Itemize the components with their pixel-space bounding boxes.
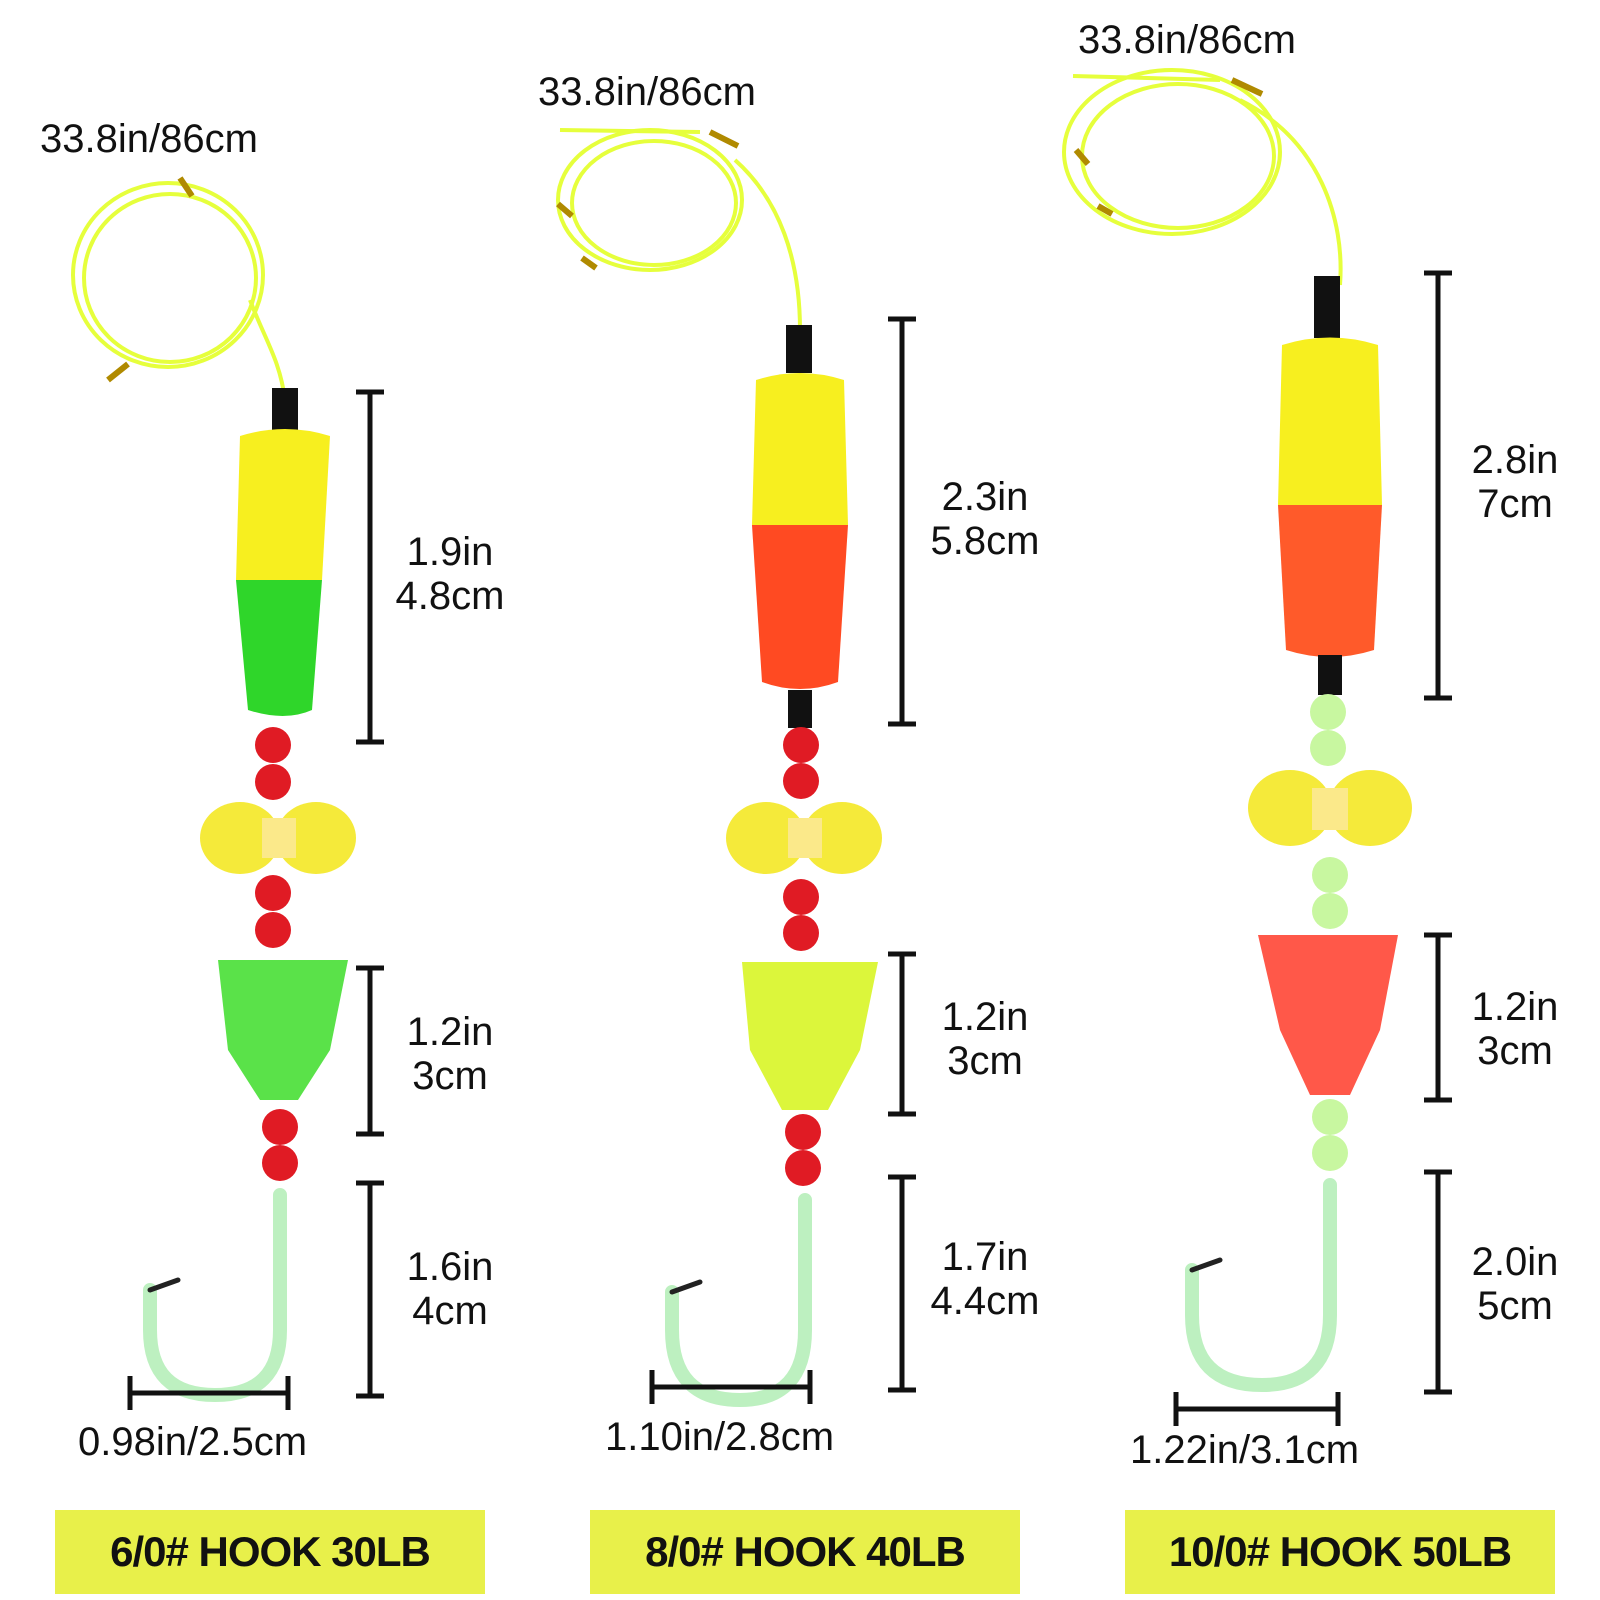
- float-length-in: 1.9in: [406, 530, 494, 574]
- product-title-badge: 8/0# HOOK 40LB: [590, 1510, 1020, 1594]
- hook-length-in: 2.0in: [1471, 1240, 1559, 1284]
- hook-length-cm: 4.4cm: [930, 1279, 1040, 1323]
- rattle-length-cm: 3cm: [412, 1054, 488, 1098]
- bead-group: [1310, 694, 1348, 1171]
- leader-line-coil: [1062, 68, 1343, 286]
- float-length-in: 2.8in: [1471, 438, 1559, 482]
- product-title-badge: 6/0# HOOK 30LB: [55, 1510, 485, 1594]
- leader-length-label: 33.8in/86cm: [1078, 18, 1296, 62]
- bead-group: [255, 727, 298, 1181]
- rattle-length-cm: 3cm: [1477, 1029, 1553, 1073]
- rattle-body: [1258, 935, 1398, 1095]
- hook-width-label: 0.98in/2.5cm: [78, 1420, 308, 1464]
- hook: [143, 1188, 287, 1403]
- product-title-badge: 10/0# HOOK 50LB: [1125, 1510, 1555, 1594]
- hook-length-in: 1.6in: [406, 1245, 494, 1289]
- rattle-length-in: 1.2in: [941, 995, 1029, 1039]
- rattle-length-in: 1.2in: [406, 1010, 494, 1054]
- rig-2: [556, 128, 882, 1408]
- float-size-label: 2.3in 5.8cm: [905, 475, 1065, 563]
- rattle-body: [742, 962, 878, 1110]
- float-bottom-tube: [788, 690, 812, 728]
- leader-line-coil: [71, 176, 287, 401]
- float-length-cm: 7cm: [1477, 482, 1553, 526]
- float-body: [1278, 337, 1382, 505]
- float-bottom-tube: [1318, 655, 1342, 695]
- rig-3: [1062, 68, 1412, 1393]
- rig-1: [71, 176, 356, 1403]
- hook-width-label: 1.10in/2.8cm: [605, 1415, 835, 1459]
- float-length-cm: 4.8cm: [395, 574, 505, 618]
- leader-length-label: 33.8in/86cm: [40, 117, 258, 161]
- float-length-cm: 5.8cm: [930, 519, 1040, 563]
- float-body: [752, 373, 848, 525]
- hook-length-in: 1.7in: [941, 1235, 1029, 1279]
- leader-length-label: 33.8in/86cm: [538, 70, 756, 114]
- hook-size-label: 1.7in 4.4cm: [905, 1235, 1065, 1323]
- float-size-label: 1.9in 4.8cm: [380, 530, 520, 618]
- hook-size-label: 2.0in 5cm: [1440, 1240, 1590, 1328]
- rattle-size-label: 1.2in 3cm: [380, 1010, 520, 1098]
- dimension-brackets: [127, 270, 1452, 1426]
- float-top-tube: [272, 388, 298, 434]
- hook-length-cm: 4cm: [412, 1289, 488, 1333]
- hook-width-label: 1.22in/3.1cm: [1130, 1428, 1360, 1472]
- hook: [665, 1193, 812, 1408]
- rattle-body: [218, 960, 348, 1100]
- rattle-size-label: 1.2in 3cm: [905, 995, 1065, 1083]
- float-length-in: 2.3in: [941, 475, 1029, 519]
- hook: [1185, 1178, 1337, 1393]
- spinner-beads: [726, 802, 882, 874]
- rattle-size-label: 1.2in 3cm: [1440, 985, 1590, 1073]
- spinner-beads: [200, 802, 356, 874]
- bead-group: [783, 727, 821, 1186]
- float-top-tube: [786, 325, 812, 373]
- hook-length-cm: 5cm: [1477, 1284, 1553, 1328]
- rattle-length-in: 1.2in: [1471, 985, 1559, 1029]
- leader-line-coil: [556, 128, 802, 331]
- float-bottom: [236, 580, 322, 716]
- spinner-beads: [1248, 770, 1412, 846]
- float-size-label: 2.8in 7cm: [1440, 438, 1590, 526]
- float-top-tube: [1314, 276, 1340, 338]
- hook-size-label: 1.6in 4cm: [380, 1245, 520, 1333]
- float-bottom: [752, 525, 848, 689]
- float-body: [236, 429, 330, 580]
- rattle-length-cm: 3cm: [947, 1039, 1023, 1083]
- float-bottom: [1278, 505, 1382, 657]
